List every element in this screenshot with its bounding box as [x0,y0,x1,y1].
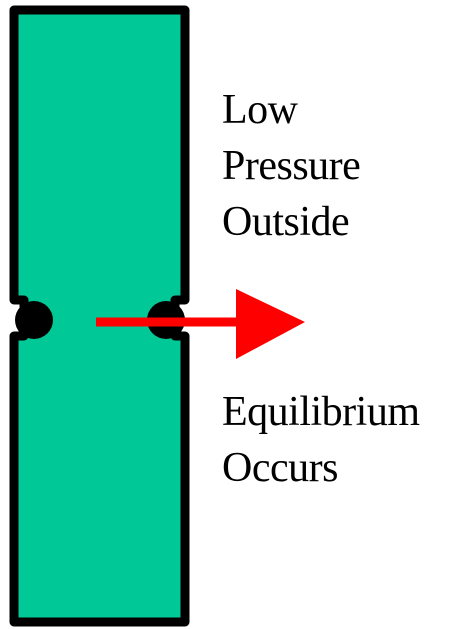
left-seal [15,301,53,339]
equilibrium-occurs-label: Equilibrium Occurs [222,384,420,496]
label-line-occurs: Occurs [222,445,338,491]
arrow-right-icon [96,289,305,359]
label-line-pressure: Pressure [222,143,361,189]
low-pressure-outside-label: Low Pressure Outside [222,82,361,250]
label-line-equilibrium: Equilibrium [222,389,420,435]
container-body [9,5,190,627]
arrow-head [236,289,305,359]
label-line-outside: Outside [222,199,350,245]
label-line-low: Low [222,87,298,133]
